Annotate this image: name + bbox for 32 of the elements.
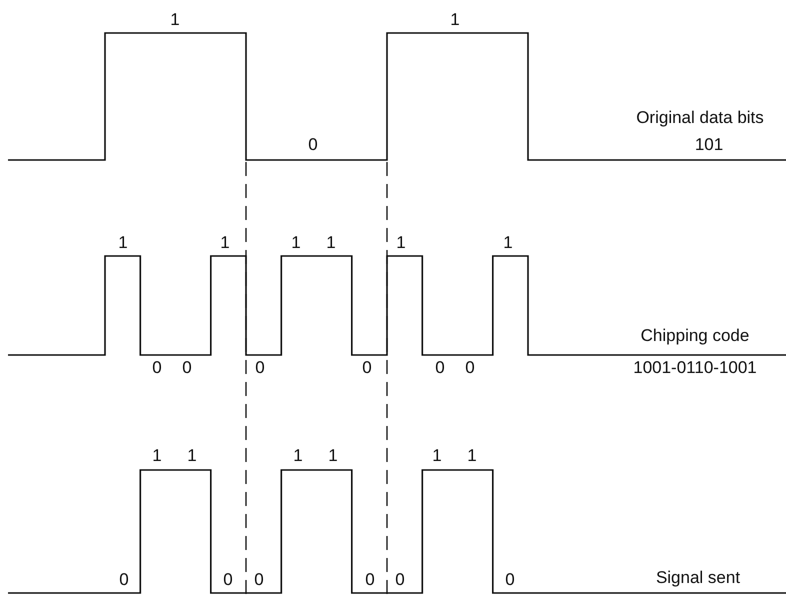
row-label: Original data bits bbox=[636, 108, 764, 128]
chip-value: 0 bbox=[505, 570, 515, 590]
chip-value: 0 bbox=[254, 570, 264, 590]
chip-value: 1 bbox=[152, 446, 162, 466]
chip-value: 1 bbox=[432, 446, 442, 466]
chip-value: 0 bbox=[182, 358, 192, 378]
bit-value: 1 bbox=[450, 10, 460, 30]
chip-value: 0 bbox=[465, 358, 475, 378]
bit-value: 1 bbox=[170, 10, 180, 30]
chip-value: 1 bbox=[291, 233, 301, 253]
chip-value: 0 bbox=[435, 358, 445, 378]
bit-value: 0 bbox=[308, 135, 318, 155]
chip-value: 1 bbox=[220, 233, 230, 253]
row-label: Signal sent bbox=[656, 568, 740, 588]
chip-value: 1 bbox=[326, 233, 336, 253]
chip-value: 1 bbox=[503, 233, 513, 253]
chip-value: 1 bbox=[293, 446, 303, 466]
chip-value: 0 bbox=[119, 570, 129, 590]
chip-value: 0 bbox=[255, 358, 265, 378]
row-value: 1001-0110-1001 bbox=[633, 358, 757, 378]
row-label: Chipping code bbox=[640, 326, 750, 346]
chip-value: 0 bbox=[365, 570, 375, 590]
chip-value: 1 bbox=[396, 233, 406, 253]
chip-value: 1 bbox=[118, 233, 128, 253]
chip-value: 0 bbox=[223, 570, 233, 590]
row-value: 101 bbox=[694, 135, 724, 155]
chip-value: 1 bbox=[467, 446, 477, 466]
chip-value: 0 bbox=[362, 358, 372, 378]
chip-value: 1 bbox=[187, 446, 197, 466]
chip-value: 0 bbox=[152, 358, 162, 378]
chip-value: 1 bbox=[328, 446, 338, 466]
chip-value: 0 bbox=[395, 570, 405, 590]
